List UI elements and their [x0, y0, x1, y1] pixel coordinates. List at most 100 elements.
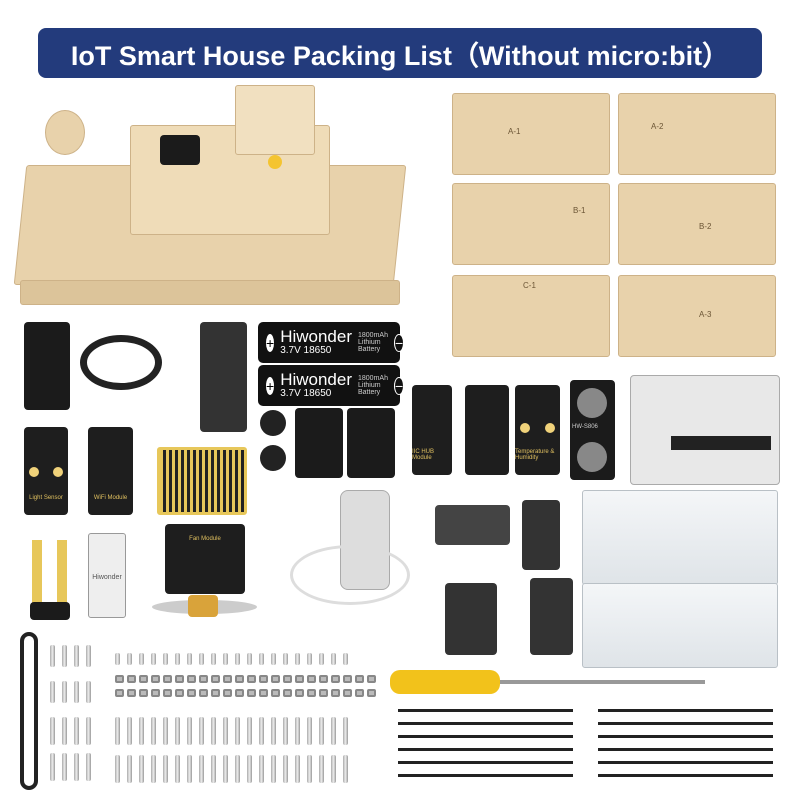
- ultrasonic-sensor: HW-S806: [570, 380, 615, 480]
- screw: [175, 653, 180, 665]
- screw: [74, 717, 79, 745]
- nut: [295, 689, 304, 697]
- nut: [355, 675, 364, 683]
- screw: [235, 653, 240, 665]
- screw: [62, 717, 67, 745]
- cable: [598, 709, 773, 712]
- led-module: Hiwonder: [88, 533, 126, 618]
- wood-board-b1: B-1: [452, 183, 610, 265]
- nut: [343, 675, 352, 683]
- servo: [347, 408, 395, 478]
- pump-tube: [290, 545, 410, 605]
- screw: [199, 755, 204, 783]
- cable: [398, 735, 573, 738]
- cable: [398, 748, 573, 751]
- screw: [139, 755, 144, 783]
- cable: [598, 722, 773, 725]
- screw: [199, 717, 204, 745]
- light-sensor-module: Light Sensor: [24, 427, 68, 515]
- wifi-module: WiFi Module: [88, 427, 133, 515]
- screw: [62, 753, 67, 781]
- screw: [307, 755, 312, 783]
- screw: [151, 653, 156, 665]
- nut: [139, 675, 148, 683]
- screw: [283, 717, 288, 745]
- screwdriver: [390, 670, 705, 694]
- nut: [151, 689, 160, 697]
- nut: [259, 689, 268, 697]
- nut: [283, 675, 292, 683]
- rain-sensor: [157, 447, 247, 515]
- screw: [235, 755, 240, 783]
- nut: [319, 689, 328, 697]
- cable-strap: [20, 632, 38, 790]
- screw: [50, 645, 55, 667]
- screw: [235, 717, 240, 745]
- nut: [331, 689, 340, 697]
- nut: [175, 675, 184, 683]
- screw: [187, 717, 192, 745]
- nut: [295, 675, 304, 683]
- screw: [319, 653, 324, 665]
- screw: [247, 755, 252, 783]
- cable: [398, 774, 573, 777]
- battery-holder: [24, 322, 70, 410]
- screw: [187, 755, 192, 783]
- connection-cables: [390, 705, 780, 783]
- soil-moisture-sensor: [30, 540, 70, 620]
- screw: [50, 717, 55, 745]
- nut: [235, 675, 244, 683]
- screw: [331, 653, 336, 665]
- nut: [187, 689, 196, 697]
- screw: [175, 717, 180, 745]
- screw: [211, 717, 216, 745]
- screw: [295, 755, 300, 783]
- screw: [271, 653, 276, 665]
- wood-board-a1: A-1: [452, 93, 610, 175]
- wood-board-c1: C-1: [452, 275, 610, 357]
- screw: [50, 681, 55, 703]
- screw: [271, 755, 276, 783]
- nut: [223, 689, 232, 697]
- nut: [223, 675, 232, 683]
- screw: [331, 717, 336, 745]
- screw: [151, 717, 156, 745]
- screw: [163, 755, 168, 783]
- acrylic-box: [582, 583, 778, 668]
- screw: [223, 717, 228, 745]
- screw: [307, 717, 312, 745]
- wood-board-a2: A-2: [618, 93, 776, 175]
- screw: [259, 755, 264, 783]
- screw: [139, 653, 144, 665]
- acrylic-box: [582, 490, 778, 585]
- nut: [163, 689, 172, 697]
- screw: [319, 717, 324, 745]
- nut: [235, 689, 244, 697]
- screw: [199, 653, 204, 665]
- screw: [62, 681, 67, 703]
- screw: [331, 755, 336, 783]
- screw: [307, 653, 312, 665]
- cable: [398, 722, 573, 725]
- screw: [50, 753, 55, 781]
- wood-board-b2: B-2: [618, 183, 776, 265]
- screw: [86, 681, 91, 703]
- screw: [115, 717, 120, 745]
- screw: [211, 653, 216, 665]
- servo-horn: [260, 410, 286, 436]
- cable: [598, 735, 773, 738]
- screw: [163, 653, 168, 665]
- nut: [127, 689, 136, 697]
- nut: [331, 675, 340, 683]
- nut: [151, 675, 160, 683]
- nut: [271, 689, 280, 697]
- nut: [115, 675, 124, 683]
- screw: [319, 755, 324, 783]
- servo-horn: [260, 445, 286, 471]
- nut: [187, 675, 196, 683]
- screw: [86, 645, 91, 667]
- screw: [74, 753, 79, 781]
- nut: [319, 675, 328, 683]
